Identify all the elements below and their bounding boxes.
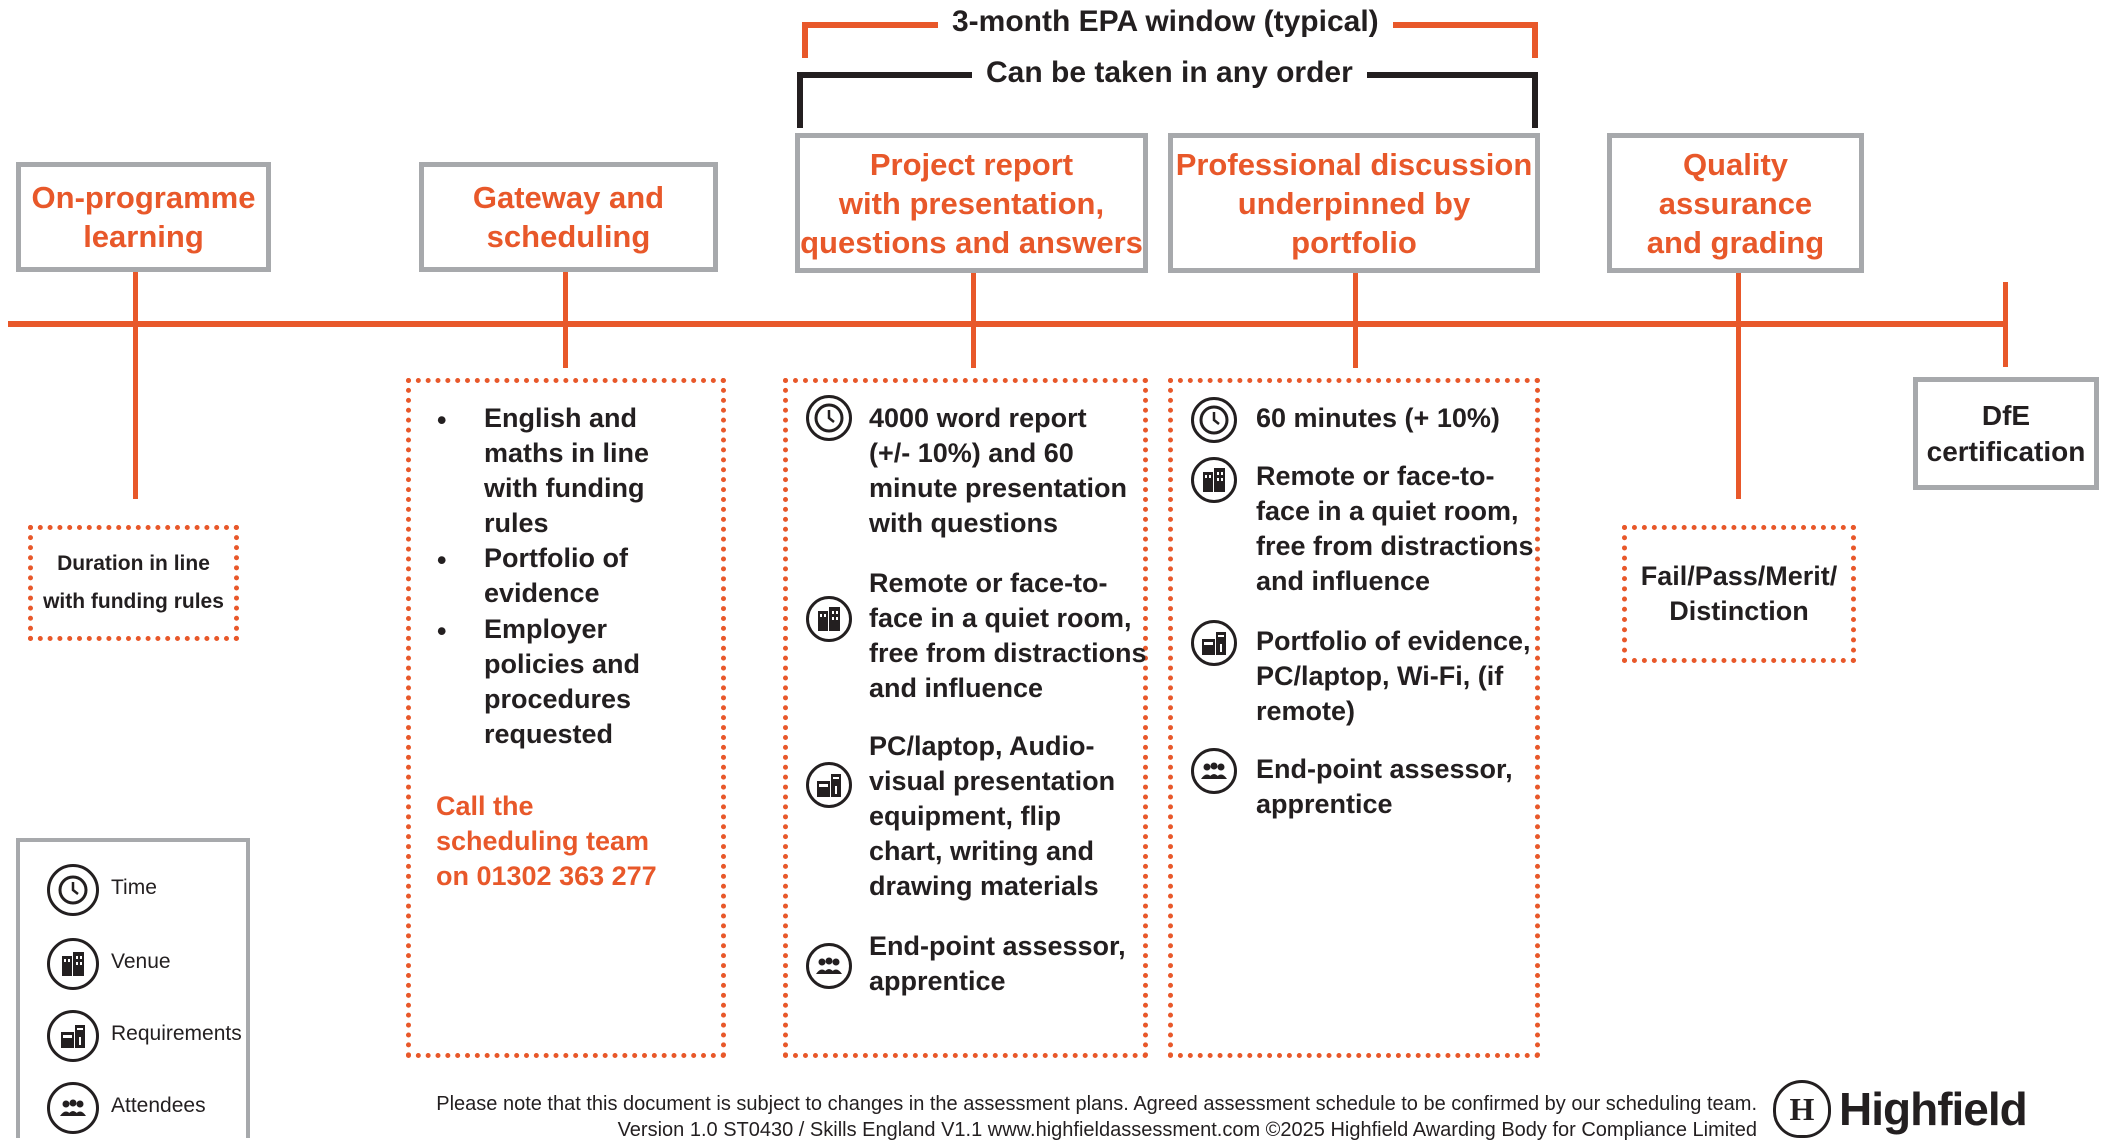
- epa-window-label: 3-month EPA window (typical): [938, 5, 1393, 39]
- legend-label: Time: [111, 876, 157, 899]
- bullet-dot: •: [437, 616, 447, 646]
- connector-gateway: [563, 272, 568, 368]
- connector-quality: [1736, 272, 1741, 499]
- professional-item-text: Remote or face-to- face in a quiet room,…: [1256, 461, 1534, 596]
- project-item-text: 4000 word report (+/- 10%) and 60 minute…: [869, 403, 1128, 538]
- stage-on-programme: On-programme learning: [16, 162, 271, 272]
- timeline-line: [8, 321, 2008, 327]
- legend-label: Venue: [111, 950, 171, 973]
- stage-quality: Quality assurance and grading: [1607, 133, 1864, 273]
- footer-version: Version 1.0 ST0430 / Skills England V1.1…: [617, 1119, 1757, 1141]
- any-order-label: Can be taken in any order: [972, 56, 1367, 90]
- gateway-bullet-text: English and maths in line with funding r…: [484, 403, 650, 538]
- requirements-icon: [47, 1010, 99, 1062]
- stage-gateway: Gateway and scheduling: [419, 162, 718, 272]
- call-scheduling-team: Call the scheduling team on 01302 363 27…: [436, 791, 657, 891]
- project-item-text: Remote or face-to- face in a quiet room,…: [869, 568, 1147, 703]
- building-icon: [1191, 457, 1237, 503]
- crest-icon: H: [1773, 1080, 1831, 1138]
- gateway-bullet-text: Employer policies and procedures request…: [484, 614, 641, 749]
- gateway-details-box: [406, 378, 726, 1058]
- professional-item-text: 60 minutes (+ 10%): [1256, 403, 1500, 433]
- requirements-icon: [1191, 620, 1237, 666]
- logo-wordmark: Highfield: [1839, 1083, 2028, 1135]
- stage-dfe: DfE certification: [1913, 377, 2099, 490]
- highfield-logo: H Highfield: [1773, 1078, 2073, 1140]
- requirements-icon: [806, 762, 852, 808]
- connector-professional: [1353, 272, 1358, 368]
- building-icon: [806, 596, 852, 642]
- professional-item-text: End-point assessor, apprentice: [1256, 754, 1513, 819]
- duration-box: Duration in line with funding rules: [28, 525, 239, 641]
- grading-box: Fail/Pass/Merit/ Distinction: [1622, 525, 1856, 663]
- stage-project: Project report with presentation, questi…: [795, 133, 1148, 273]
- footer-disclaimer: Please note that this document is subjec…: [436, 1093, 1757, 1115]
- legend-label: Requirements: [111, 1022, 242, 1045]
- bullet-dot: •: [437, 405, 447, 435]
- clock-icon: [806, 395, 852, 441]
- people-icon: [47, 1082, 99, 1134]
- legend-box: [16, 838, 250, 1138]
- clock-icon: [47, 864, 99, 916]
- stage-professional: Professional discussion underpinned by p…: [1168, 133, 1540, 273]
- connector-on-programme: [133, 272, 138, 499]
- project-details-box: [783, 378, 1148, 1058]
- project-item-text: End-point assessor, apprentice: [869, 931, 1126, 996]
- timeline-end-tick: [2003, 282, 2008, 367]
- people-icon: [1191, 748, 1237, 794]
- bullet-dot: •: [437, 545, 447, 575]
- professional-item-text: Portfolio of evidence, PC/laptop, Wi-Fi,…: [1256, 626, 1531, 726]
- people-icon: [806, 943, 852, 989]
- project-item-text: PC/laptop, Audio- visual presentation eq…: [869, 731, 1116, 901]
- building-icon: [47, 938, 99, 990]
- gateway-bullet-text: Portfolio of evidence: [484, 543, 628, 608]
- legend-label: Attendees: [111, 1094, 206, 1117]
- connector-project: [971, 272, 976, 368]
- clock-icon: [1191, 397, 1237, 443]
